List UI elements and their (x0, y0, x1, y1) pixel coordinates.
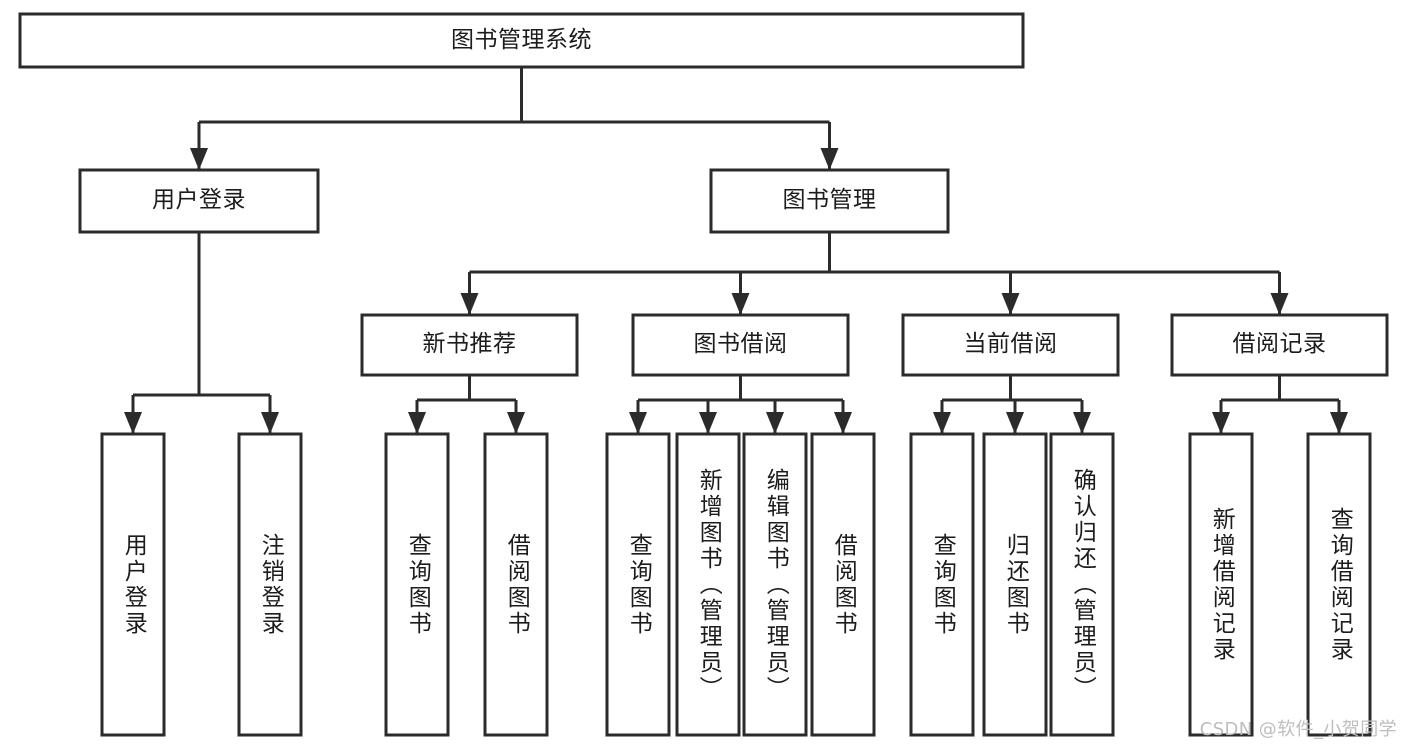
arrow-head-icon-leaf-edit-book (766, 412, 784, 434)
node-box-leaf-add-book (675, 432, 741, 737)
node-box-book-borrow (631, 313, 850, 377)
node-box-leaf-borrow-book-2 (810, 432, 876, 737)
node-box-leaf-logout (237, 432, 303, 737)
arrow-head-icon-leaf-user-login (124, 412, 142, 434)
arrow-head-icon-leaf-borrow-book-2 (834, 412, 852, 434)
arrow-head-icon-book-borrow (731, 293, 750, 315)
arrow-head-icon-user-login (190, 148, 208, 170)
arrow-head-icon-leaf-query-book-1 (408, 412, 426, 434)
arrow-head-icon-leaf-borrow-book-1 (507, 412, 525, 434)
arrow-head-icon-new-book-recommend (460, 293, 479, 315)
node-box-root (18, 12, 1025, 69)
node-box-leaf-query-book-2 (605, 432, 671, 737)
arrow-head-icon-leaf-query-book-2 (629, 412, 647, 434)
node-box-user-login (78, 168, 320, 234)
node-box-current-borrow (901, 313, 1120, 377)
node-box-leaf-query-book-1 (384, 432, 450, 737)
node-box-borrow-record (1170, 313, 1389, 377)
node-box-book-management (709, 168, 950, 234)
node-box-leaf-query-record (1306, 432, 1372, 737)
connectors-layer (124, 67, 1348, 434)
arrow-head-icon-leaf-logout (261, 412, 279, 434)
node-box-leaf-borrow-book-1 (483, 432, 549, 737)
node-box-leaf-user-login (100, 432, 166, 737)
node-box-leaf-query-book-3 (909, 432, 975, 737)
node-box-leaf-confirm-return (1049, 432, 1115, 737)
arrow-head-icon-book-management (820, 148, 839, 170)
arrow-head-icon-borrow-record (1270, 293, 1289, 315)
arrow-head-icon-leaf-return-book (1006, 412, 1024, 434)
node-box-leaf-add-record (1188, 432, 1254, 737)
node-box-leaf-edit-book (742, 432, 808, 737)
node-boxes-layer (18, 12, 1389, 737)
arrow-head-icon-leaf-query-book-3 (933, 412, 951, 434)
arrow-head-icon-leaf-add-record (1212, 412, 1230, 434)
node-box-new-book-recommend (360, 313, 579, 377)
arrow-head-icon-leaf-query-record (1330, 412, 1348, 434)
arrow-head-icon-leaf-confirm-return (1073, 412, 1091, 434)
arrow-head-icon-leaf-add-book (699, 412, 717, 434)
arrow-head-icon-current-borrow (1001, 293, 1020, 315)
node-box-leaf-return-book (982, 432, 1048, 737)
